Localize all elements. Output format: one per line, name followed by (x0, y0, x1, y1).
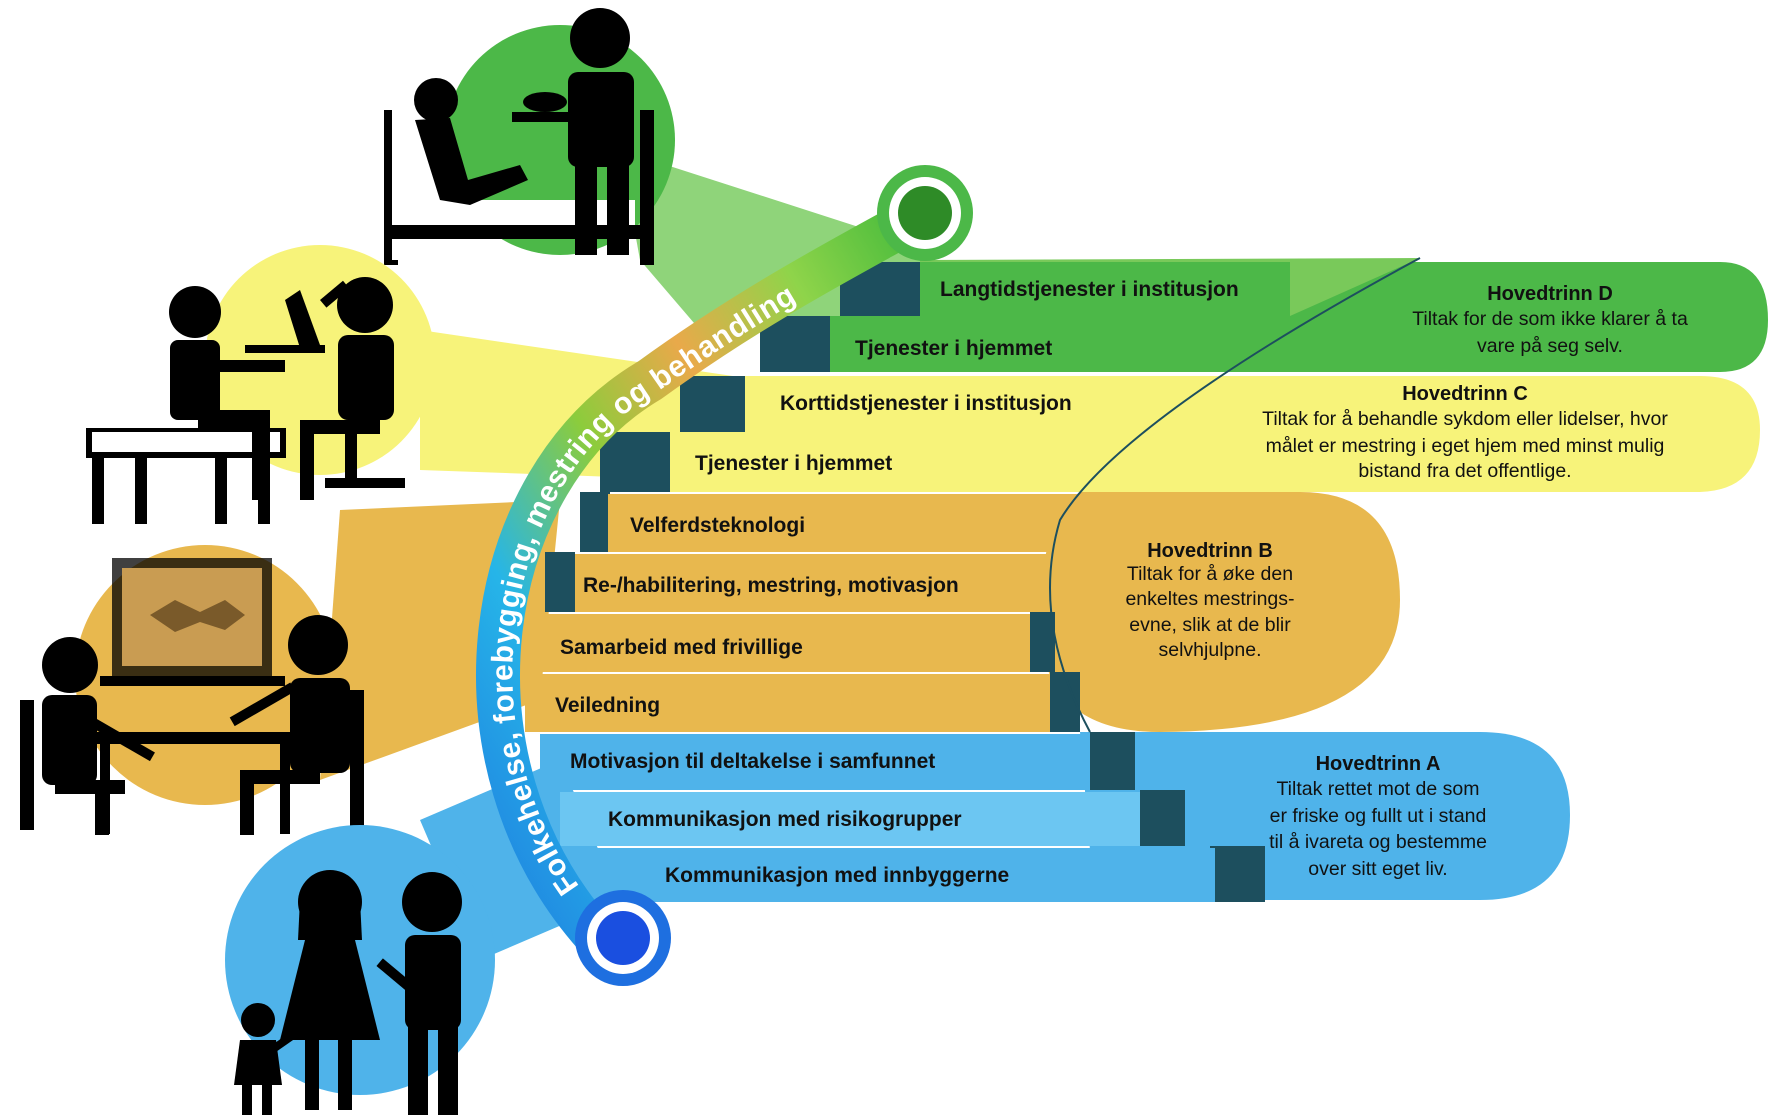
step-shadow-6 (545, 552, 575, 612)
tier-b-group (545, 492, 1400, 732)
step-shadow-11 (1210, 846, 1265, 902)
tier-a-heading: Hovedtrinn A Tiltak rettet mot de som er… (1269, 753, 1487, 880)
step-shadow-3 (680, 376, 745, 432)
step-label-3: Korttidstjenester i institusjon (780, 392, 1072, 415)
tier-b-title: Hovedtrinn B (1147, 540, 1273, 562)
step-label-10: Kommunikasjon med risikogrupper (608, 808, 962, 831)
meeting-handshake-icon (20, 545, 364, 835)
step-label-5: Velferdsteknologi (630, 514, 805, 537)
home-visit-icon (86, 245, 435, 524)
tier-b-line-2: enkeltes mestrings- (1125, 588, 1294, 610)
step-bar-10 (560, 792, 1140, 846)
tier-d-heading: Hovedtrinn D Tiltak for de som ikke klar… (1412, 283, 1688, 357)
step-label-8: Veiledning (555, 694, 660, 717)
tier-d-title: Hovedtrinn D (1487, 283, 1613, 305)
step-label-2: Tjenester i hjemmet (855, 337, 1052, 360)
tier-a-line-1: Tiltak rettet mot de som (1276, 778, 1479, 800)
tier-b-line-3: evne, slik at de blir (1129, 614, 1291, 636)
tier-c-line-1: Tiltak for å behandle sykdom eller lidel… (1262, 408, 1668, 430)
step-shadow-10 (1140, 790, 1185, 846)
step-label-4: Tjenester i hjemmet (695, 452, 892, 475)
step-label-6: Re-/habilitering, mestring, motivasjon (583, 574, 959, 597)
step-label-7: Samarbeid med frivillige (560, 636, 803, 659)
tier-d-line-1: Tiltak for de som ikke klarer å ta (1412, 308, 1688, 330)
tier-a-title: Hovedtrinn A (1316, 753, 1441, 775)
tier-boundary-curve (1049, 257, 1421, 733)
step-bar-3 (745, 376, 1180, 432)
tier-c-line-3: bistand fra det offentlige. (1358, 460, 1571, 482)
tier-c-line-2: målet er mestring i eget hjem med minst … (1266, 435, 1665, 457)
tier-c-title: Hovedtrinn C (1402, 383, 1528, 405)
arc-bottom-marker (575, 890, 671, 986)
step-bar-7 (535, 614, 1030, 672)
family-icon (225, 825, 495, 1115)
tier-b-line-4: selvhjulpne. (1159, 639, 1262, 661)
arc-top-marker (877, 165, 973, 261)
staircase: Langtidstjenester i institusjon Tjeneste… (525, 262, 1290, 902)
step-shadow-4 (600, 432, 670, 492)
step-label-11: Kommunikasjon med innbyggerne (665, 864, 1009, 887)
step-bar-9 (540, 734, 1090, 790)
step-shadow-5 (580, 492, 610, 552)
step-bar-2 (830, 318, 1230, 372)
step-bar-1 (920, 262, 1290, 316)
tier-c-heading: Hovedtrinn C Tiltak for å behandle sykdo… (1262, 383, 1668, 482)
step-bar-5 (608, 494, 1080, 552)
tier-d-line-2: vare på seg selv. (1477, 335, 1623, 357)
tier-b-band (1040, 492, 1400, 732)
step-bar-8 (525, 674, 1050, 732)
arc-band (476, 191, 947, 957)
step-shadow-7 (1030, 612, 1055, 672)
tier-a-line-2: er friske og fullt ut i stand (1270, 805, 1487, 827)
tier-a-line-4: over sitt eget liv. (1308, 858, 1447, 880)
step-shadow-9 (1090, 732, 1135, 790)
care-in-bed-icon (384, 8, 675, 265)
step-label-1: Langtidstjenester i institusjon (940, 278, 1239, 301)
step-bar-11 (590, 848, 1215, 902)
step-bar-4 (670, 434, 1180, 492)
step-bar-6 (575, 554, 1050, 612)
step-label-9: Motivasjon til deltakelse i samfunnet (570, 750, 935, 773)
tier-b-heading: Hovedtrinn B Tiltak for å øke den enkelt… (1125, 540, 1294, 661)
tier-a-line-3: til å ivareta og bestemme (1269, 831, 1487, 853)
tier-b-line-1: Tiltak for å øke den (1127, 563, 1293, 585)
